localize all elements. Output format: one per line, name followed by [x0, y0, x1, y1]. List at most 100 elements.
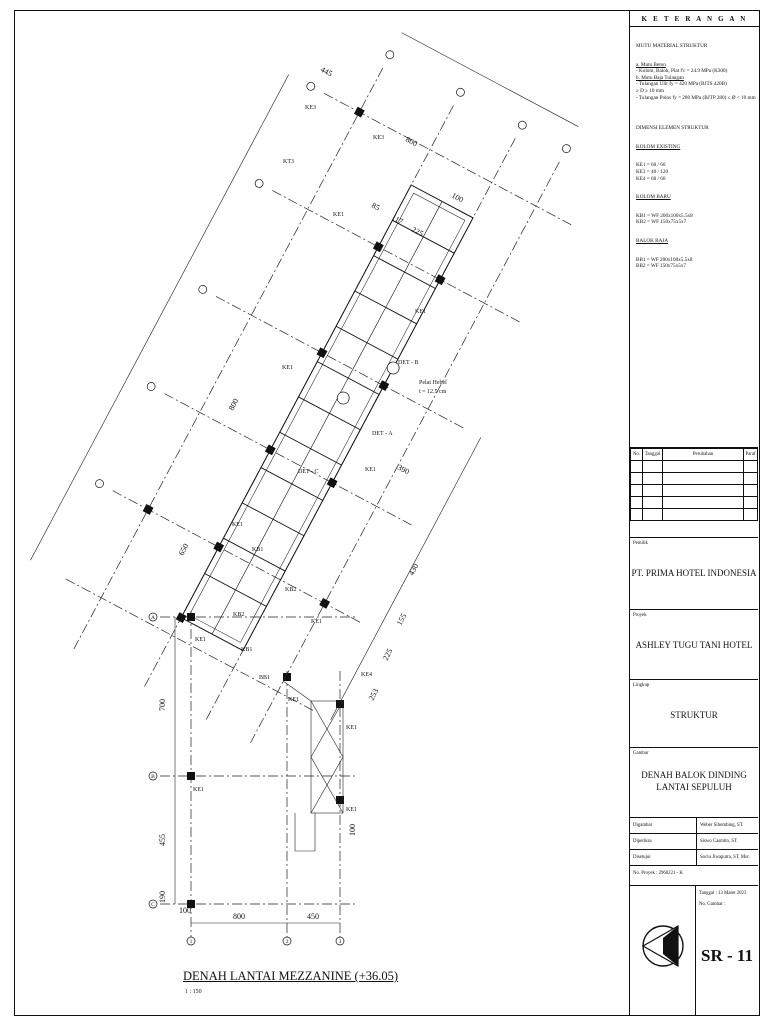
label-ke1-8: KE1 [288, 697, 299, 703]
label-det-c: DET - C [298, 469, 319, 475]
dim-253: 253 [367, 687, 381, 702]
pemilik-box: Pemilik PT. PRIMA HOTEL INDONESIA [630, 537, 758, 609]
mutu-b-line1: - Tulangan Ulir fy = 420 MPa (BJTS 420B) [636, 81, 727, 88]
diperiksa-row: Diperiksa Siswo Casmito, ST. [630, 833, 758, 849]
kb2-spec: KB2 = WF 150x75x5x7 [636, 219, 687, 226]
bubble-labels: A B C 1 2 3 [151, 615, 342, 945]
mutu-b-line3: - Tulangan Polos fy = 280 MPa (BJTP 280)… [636, 94, 756, 101]
label-ke1-10: KE1 [193, 787, 204, 793]
dim-100-bottom: 100 [179, 906, 191, 915]
digambar-value: Weber Sihombing, ST. [700, 823, 744, 828]
sheet-number-box: Tanggal : 13 Maret 2023 No. Gambar : SR … [696, 885, 758, 1015]
gambar-label: Gambar [633, 751, 649, 756]
keterangan-title: K E T E R A N G A N [630, 11, 759, 27]
bubble-3: 3 [339, 939, 342, 945]
ke4-spec: KE4 = 60 / 60 [636, 175, 666, 182]
label-bb1: BB1 [259, 675, 270, 681]
title-block: K E T E R A N G A N MUTU MATERIAL STRUKT… [629, 11, 759, 1015]
north-arrow-box [630, 885, 696, 1015]
notes: MUTU MATERIAL STRUKTUR a. Mutu Beton - K… [636, 43, 756, 270]
dim-100-right: 100 [348, 824, 357, 836]
lingkup-value: STRUKTUR [670, 710, 718, 720]
ke1-spec: KE1 = 60 / 60 [636, 162, 666, 169]
ke3-spec: KE3 = 40 / 120 [636, 168, 669, 175]
dim-100-top: 100 [450, 191, 465, 205]
kolom-baru-title: KOLOM BARU [636, 194, 671, 201]
no-proyek-row: No. Proyek : 2960221 - K [630, 865, 758, 885]
kb1-spec: KB1 = WF 200x100x5.5x8 [636, 212, 693, 219]
dim-700: 700 [158, 699, 167, 711]
dim-450: 450 [307, 912, 319, 921]
label-ke1-3: KE1 [282, 365, 293, 371]
mutu-b-title: b. Mutu Baja Tulangan [636, 74, 684, 81]
drawing-caption: DENAH LANTAI MEZZANINE (+36.05) [183, 969, 399, 983]
revision-table: No. Tanggal Perubahan Paraf [630, 447, 758, 537]
label-kb1-1: KB1 [252, 547, 263, 553]
lower-grid-bubbles [148, 612, 345, 946]
bubble-2: 2 [286, 939, 289, 945]
bb1-spec: BB1 = WF 200x100x5.5x8 [636, 256, 693, 263]
dim-455: 455 [158, 834, 167, 846]
mutu-b-line2: ≥ D ≥ 10 mm [636, 87, 664, 94]
label-kb2-2: KB2 [285, 587, 296, 593]
proyek-label: Proyek [633, 613, 647, 618]
dim-650: 650 [177, 542, 191, 557]
label-ke4: KE4 [361, 672, 372, 678]
bubble-a: A [151, 615, 155, 621]
label-ke1-4: KE1 [365, 467, 376, 473]
label-ke1-7: KE1 [195, 637, 206, 643]
label-kt3: KT3 [283, 159, 294, 165]
lingkup-box: Lingkup STRUKTUR [630, 679, 758, 747]
dim-155: 155 [395, 612, 409, 627]
label-kb1-2: KB1 [241, 647, 252, 653]
dim-800-bottom: 800 [233, 912, 245, 921]
dim-225-right: 225 [381, 647, 395, 662]
no-gambar-label: No. Gambar : [699, 902, 726, 907]
mutu-a-title: a. Mutu Beton [636, 61, 666, 68]
rotated-structure [30, 32, 579, 745]
north-arrow-icon [641, 924, 684, 968]
floor-plan: KE3 KE3 KT3 KE1 KE1 KE1 KE1 KE1 KE1 KE1 … [30, 32, 579, 946]
label-det-a: DET - A [372, 431, 393, 437]
dim-800-top: 800 [404, 135, 419, 149]
dim-190: 190 [158, 891, 167, 903]
label-ke1-5: KE1 [232, 522, 243, 528]
dim-117: 117 [390, 213, 405, 226]
disetujui-value: Sociu Jiwaputra, ST, Msc. [700, 855, 751, 860]
lower-framing [282, 680, 344, 852]
lower-dimension-lines [174, 617, 340, 924]
label-kb2-1: KB2 [233, 612, 244, 618]
label-det-b: DET - B [398, 360, 419, 366]
mutu-title: MUTU MATERIAL STRUKTUR [636, 43, 708, 49]
bubble-b: B [151, 774, 155, 780]
gambar-box: Gambar DENAH BALOK DINDING LANTAI SEPULU… [630, 747, 758, 817]
dim-85: 85 [370, 201, 381, 213]
label-pelat-1: Pelat Hebel [419, 380, 447, 386]
rev-paraf-header: Paraf [743, 448, 758, 461]
tanggal: Tanggal : 13 Maret 2023 [699, 891, 747, 896]
dim-390: 390 [396, 463, 411, 477]
digambar-row: Digambar Weber Sihombing, ST. [630, 817, 758, 833]
dim-800-left: 800 [227, 397, 241, 412]
bubble-1: 1 [190, 939, 193, 945]
label-pelat-2: t = 12.5 cm [419, 389, 447, 395]
bb2-spec: BB2 = WF 150x75x5x7 [636, 263, 686, 270]
sheet-number: SR - 11 [701, 946, 753, 965]
label-ke3-a: KE3 [305, 105, 316, 111]
dim-445: 445 [319, 65, 334, 79]
no-proyek: No. Proyek : 2960221 - K [633, 871, 683, 876]
rev-no-header: No. [630, 448, 643, 461]
rev-perubahan-header: Perubahan [662, 448, 744, 461]
digambar-label: Digambar [633, 823, 653, 828]
gambar-value-2: LANTAI SEPULUH [656, 782, 732, 792]
gambar-value-1: DENAH BALOK DINDING [641, 770, 747, 780]
bubble-c: C [151, 902, 155, 908]
label-ke1-6: KE1 [311, 619, 322, 625]
proyek-value: ASHLEY TUGU TANI HOTEL [635, 640, 753, 650]
drawing-sheet: KE3 KE3 KT3 KE1 KE1 KE1 KE1 KE1 KE1 KE1 … [14, 10, 760, 1016]
proyek-box: Proyek ASHLEY TUGU TANI HOTEL [630, 609, 758, 679]
kolom-existing-title: KOLOM EXISTING [636, 143, 681, 150]
dimensi-title: DIMENSI ELEMEN STRUKTUR [636, 125, 709, 132]
lingkup-label: Lingkup [633, 683, 650, 688]
pemilik-label: Pemilik [633, 541, 648, 546]
